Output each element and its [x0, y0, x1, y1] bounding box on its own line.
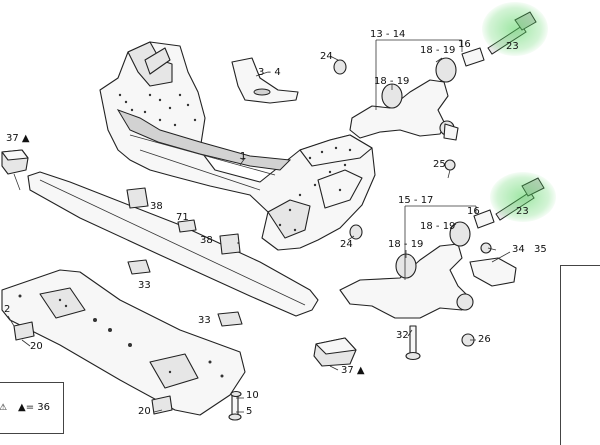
sleeve-part-16-upper[interactable] [461, 47, 485, 67]
bump-stop-38-a[interactable] [126, 187, 149, 209]
warning-triangle-icon: ⚠ [0, 403, 8, 413]
callout-20-b: 20 [138, 406, 151, 417]
upper-control-arm-13-14[interactable] [349, 79, 459, 141]
callout-10: 10 [246, 390, 259, 401]
subframe-part-1[interactable] [99, 41, 376, 251]
skid-plate-part-2[interactable] [1, 269, 246, 416]
bolt-part-20-a[interactable] [13, 321, 35, 341]
nut-part-24-lower[interactable] [349, 224, 363, 240]
reinforcement-bar[interactable] [27, 171, 319, 317]
callout-18-19-d: 18 - 19 [388, 239, 424, 250]
sleeve-part-16-lower[interactable] [473, 209, 495, 229]
pad-part-37-bottom[interactable] [313, 337, 357, 367]
pad-part-37-top[interactable] [1, 149, 29, 175]
bracket-part-3-4[interactable] [231, 57, 299, 104]
callout-33-a: 33 [138, 280, 151, 291]
callout-33-b: 33 [198, 315, 211, 326]
bushing-18-19-upper-right[interactable] [435, 57, 457, 83]
bolt-part-20-b[interactable] [151, 395, 173, 415]
callout-38-a: 38 [150, 201, 163, 212]
nut-part-25[interactable] [444, 159, 456, 171]
highlight-glow-lower [490, 172, 556, 222]
callout-37-bottom: 37 ▲ [341, 365, 365, 376]
highlight-glow-upper [482, 2, 548, 56]
callout-25: 25 [433, 159, 446, 170]
bolt-part-5[interactable] [228, 394, 242, 421]
callout-34: 34 [512, 244, 525, 255]
callout-1: 1 [240, 151, 247, 162]
nut-part-24-upper[interactable] [333, 59, 347, 75]
pad-part-33-a[interactable] [127, 259, 151, 275]
callout-13-14: 13 - 14 [370, 29, 406, 40]
pad-part-33-b[interactable] [217, 311, 243, 327]
bolt-part-32[interactable] [405, 325, 421, 361]
washer-part-10[interactable] [230, 390, 242, 398]
callout-5: 5 [246, 406, 253, 417]
callout-24-lower: 24 [340, 239, 353, 250]
callout-37-top: 37 ▲ [6, 133, 30, 144]
callout-35: 35 [534, 244, 547, 255]
callout-18-19-b: 18 - 19 [374, 76, 410, 87]
side-detail-panel [560, 265, 600, 445]
callout-18-19-a: 18 - 19 [420, 45, 456, 56]
callout-26: 26 [478, 334, 491, 345]
callout-18-19-c: 18 - 19 [420, 221, 456, 232]
callout-23-lower: 23 [516, 206, 529, 217]
legend-box: ⚠ [0, 382, 64, 434]
bump-stop-38-b[interactable] [219, 233, 241, 255]
callout-24-upper: 24 [320, 51, 333, 62]
callout-2: 2 [4, 304, 11, 315]
callout-32: 32 [396, 330, 409, 341]
callout-3-4: 3 - 4 [258, 67, 281, 78]
callout-16-lower: 16 [467, 206, 480, 217]
callout-15-17: 15 - 17 [398, 195, 434, 206]
bracket-part-34[interactable] [469, 242, 517, 287]
bushing-18-19-lower-right[interactable] [449, 221, 471, 247]
callout-20-a: 20 [30, 341, 43, 352]
callout-36: ▲= 36 [18, 402, 50, 413]
callout-16-upper: 16 [458, 39, 471, 50]
callout-23-upper: 23 [506, 41, 519, 52]
callout-71: 71 [176, 212, 189, 223]
clip-part-71[interactable] [177, 219, 197, 233]
callout-38-b: 38 [200, 235, 213, 246]
